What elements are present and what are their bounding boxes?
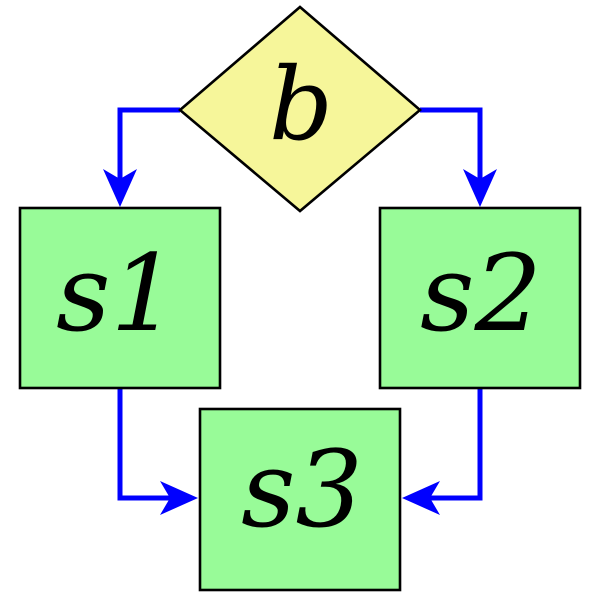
edge-s1-s3-arrowhead [160,481,198,515]
node-s3-label: s3 [241,428,363,551]
edge-s1-s3-line [117,388,172,501]
edge-b-s2-line [420,107,483,180]
edge-b-s2-arrowhead [463,169,497,207]
node-s1-label: s1 [56,232,178,355]
edge-b-s2 [420,107,497,207]
edge-b-s1 [103,107,180,207]
node-s2-label: s2 [420,232,542,355]
edge-s1-s3 [117,388,198,515]
edge-s2-s3-line [428,388,483,501]
node-s1-shape [18,206,222,390]
edge-s2-s3-arrowhead [402,481,440,515]
edge-b-s1-arrowhead [103,169,137,207]
node-b-label: b [269,46,333,163]
node-b-shape [177,5,423,213]
edge-b-s1-line [117,107,180,180]
edge-s2-s3 [402,388,483,515]
node-s3-shape [198,407,402,592]
node-s2-shape [378,206,582,390]
